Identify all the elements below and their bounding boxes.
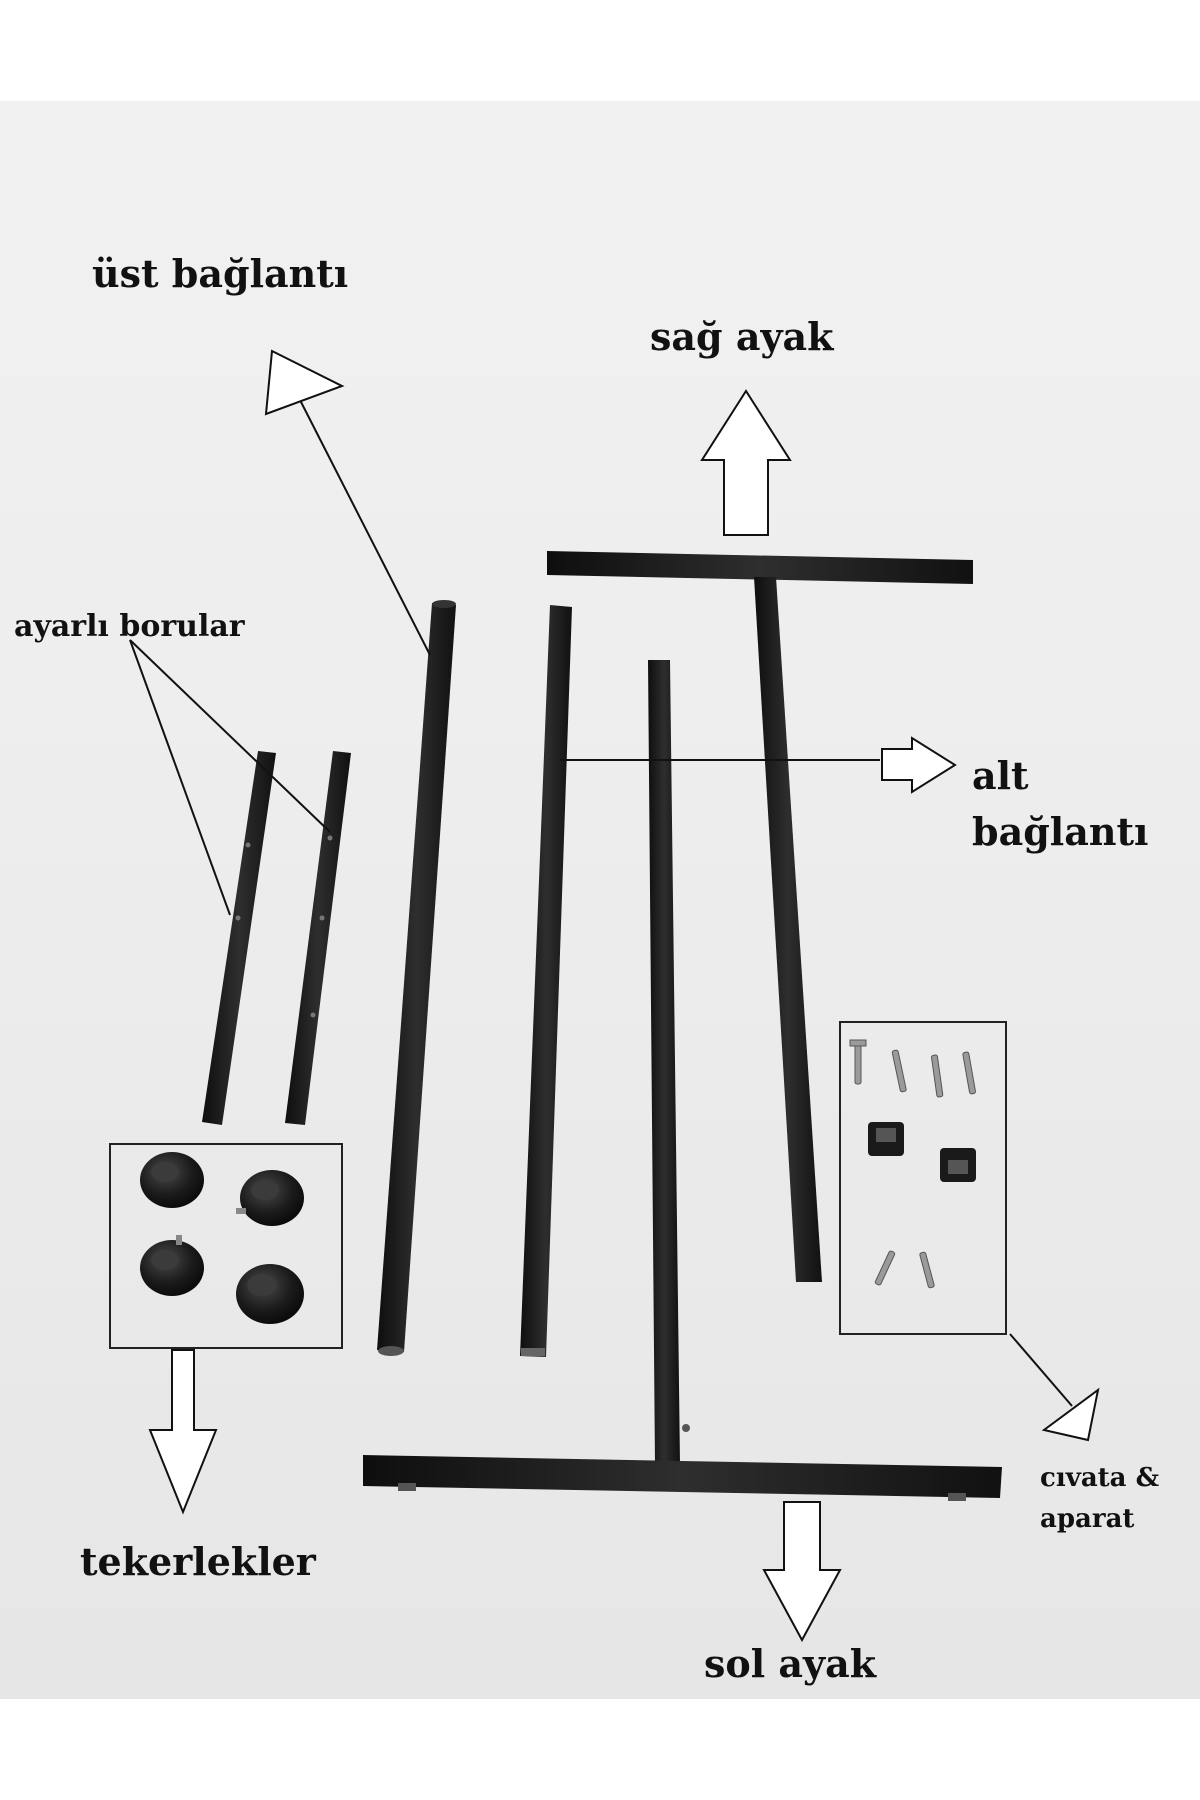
arrow-sol-ayak-icon <box>762 1501 842 1643</box>
fitting-1 <box>868 1122 904 1156</box>
right-leg <box>547 551 973 1282</box>
pointer-ust-baglanti-icon <box>299 399 431 656</box>
wheel-2 <box>236 1170 304 1226</box>
arrow-ust-baglanti-icon <box>264 349 345 416</box>
bolts-box <box>839 1021 1007 1335</box>
arrow-alt-icon <box>881 736 957 794</box>
adjustable-tube-left <box>202 751 276 1125</box>
pointer-civata-icon <box>1009 1333 1073 1407</box>
wheels-box <box>109 1143 343 1349</box>
bottom-connector-tube <box>520 605 572 1357</box>
adjustable-tube-right <box>285 751 351 1125</box>
label-sol-ayak: sol ayak <box>704 1641 877 1686</box>
wheel-3 <box>140 1235 204 1296</box>
top-connector-tube <box>377 600 456 1356</box>
label-tekerlekler: tekerlekler <box>80 1539 316 1584</box>
fitting-2 <box>940 1148 976 1182</box>
label-aparat: aparat <box>1040 1504 1135 1534</box>
label-civata: cıvata & <box>1040 1463 1160 1493</box>
label-alt: alt <box>972 753 1029 798</box>
label-ayarli-borular: ayarlı borular <box>14 609 245 644</box>
arrow-tekerlekler-icon <box>148 1349 218 1515</box>
pointer-ayarli-icon <box>129 639 331 916</box>
left-leg <box>363 660 1002 1501</box>
wheel-1 <box>140 1152 204 1208</box>
arrow-civata-icon <box>1041 1387 1100 1442</box>
wheel-4 <box>236 1264 304 1324</box>
label-ust-baglanti: üst bağlantı <box>92 251 349 296</box>
arrow-sag-ayak-icon <box>700 389 792 536</box>
label-baglanti: bağlantı <box>972 809 1149 854</box>
label-sag-ayak: sağ ayak <box>650 314 834 359</box>
